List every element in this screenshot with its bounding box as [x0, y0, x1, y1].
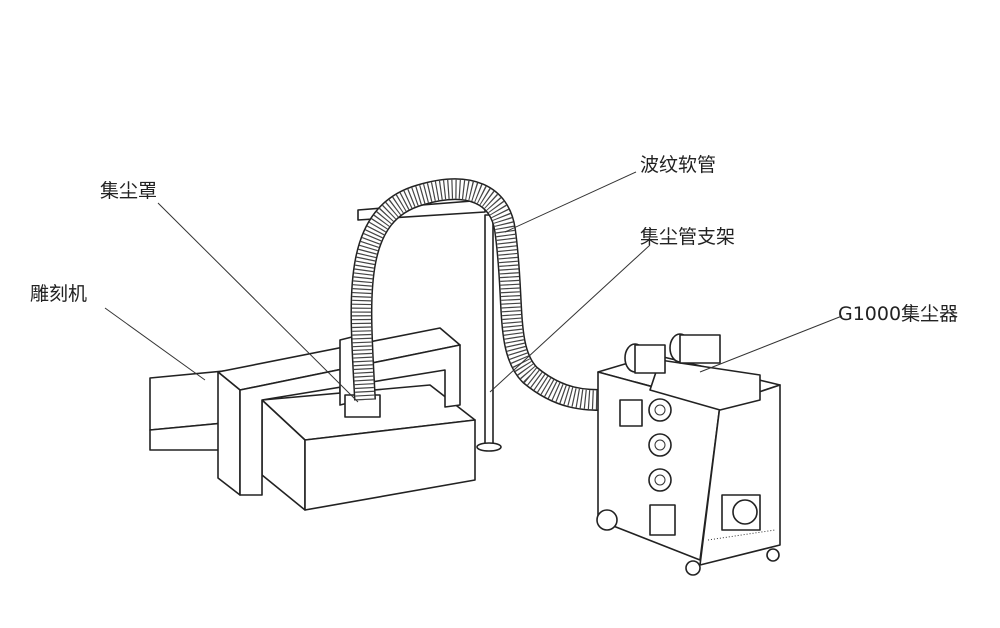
- label-corrugated-hose: 波纹软管: [640, 154, 717, 176]
- leader-collector: [699, 315, 843, 373]
- corrugated-hose: [350, 178, 606, 411]
- label-collector: G1000集尘器: [838, 303, 959, 325]
- label-dust-hood: 集尘罩: [100, 180, 158, 202]
- leader-hose: [504, 171, 637, 233]
- leader-dust-hood: [157, 202, 359, 403]
- label-duct-support: 集尘管支架: [640, 226, 736, 248]
- engraving-machine: [149, 327, 476, 511]
- leader-engraving-machine: [104, 307, 206, 381]
- label-engraving-machine: 雕刻机: [30, 283, 88, 305]
- leader-support: [489, 244, 651, 393]
- g1000-collector: [596, 333, 781, 576]
